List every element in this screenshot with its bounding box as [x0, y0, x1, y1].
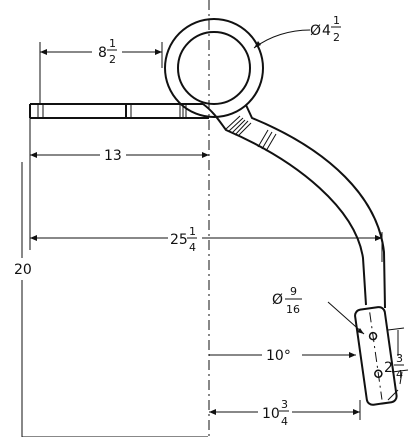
tip-offset-label: 10 3 4 — [262, 398, 289, 428]
loop-outer-circle — [164, 18, 264, 118]
loop-offset-denominator: 2 — [109, 53, 116, 66]
part-outline — [29, 18, 398, 406]
hole-spacing-whole: 2 — [384, 360, 393, 376]
loop-offset-numerator: 1 — [109, 37, 116, 50]
arm-band-mark — [231, 119, 246, 134]
tip-offset-numerator: 3 — [281, 398, 288, 411]
arm-band-mark — [225, 115, 241, 130]
loop-inner-circle — [177, 31, 251, 105]
arm-band-mark — [237, 122, 252, 137]
shank-length-label: 13 — [104, 148, 122, 164]
hole-diameter-denominator: 16 — [286, 303, 300, 316]
loop-offset-label: 8 1 2 — [98, 37, 117, 66]
hole-diameter-numerator: 9 — [290, 285, 297, 298]
overall-length-numerator: 1 — [189, 225, 196, 238]
arm-band-mark — [261, 131, 273, 150]
overall-length-label: 25 1 4 — [170, 225, 197, 254]
loop-diameter-symbol: Ø — [310, 23, 321, 39]
tip-center-line — [369, 312, 383, 400]
hole-spacing-label: 2 3 4 — [384, 352, 404, 381]
overall-height-label: 20 — [14, 262, 32, 278]
tip-offset-denominator: 4 — [281, 415, 288, 428]
arm-band-mark — [265, 133, 277, 152]
tip-offset-whole: 10 — [262, 406, 280, 422]
loop-diameter-denominator: 2 — [333, 31, 340, 44]
loop-diameter-label: Ø 4 1 2 — [310, 14, 341, 44]
hole-spacing-numerator: 3 — [396, 352, 403, 365]
arm-band-mark — [234, 120, 249, 136]
tip-plate — [354, 306, 398, 406]
loop-diameter-whole: 4 — [322, 23, 331, 39]
overall-length-denominator: 4 — [189, 241, 196, 254]
hole-spacing-denominator: 4 — [396, 368, 403, 381]
loop-offset-whole: 8 — [98, 45, 107, 61]
arm-lower-edge — [202, 103, 367, 306]
arm-band-mark — [257, 129, 269, 148]
dimension-lines — [21, 29, 409, 437]
hole-diameter-symbol: Ø — [272, 292, 283, 308]
tip-angle-label: 10° — [266, 348, 291, 364]
arm-band-mark — [228, 117, 244, 132]
hole-diameter-label: Ø 9 16 — [272, 285, 302, 316]
overall-length-whole: 25 — [170, 232, 188, 248]
loop-diameter-numerator: 1 — [333, 14, 340, 27]
